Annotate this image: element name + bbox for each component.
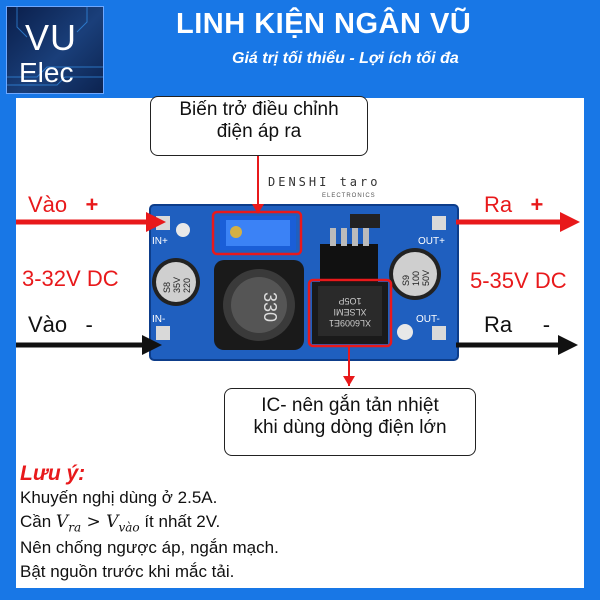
output-voltage-range: 5-35V DC [470, 268, 567, 293]
watermark: DENSHI taro [268, 175, 380, 189]
v-ra-symbol: V [55, 512, 69, 532]
ic-text-3: 1O5P [338, 296, 361, 306]
frame-right [584, 98, 600, 600]
frame-bottom [0, 588, 600, 600]
potentiometer [220, 216, 296, 250]
logo-text-elec: Elec [19, 57, 74, 88]
cap-in-text-1: S8 [162, 282, 172, 293]
input-plus-sign: + [85, 192, 99, 217]
output-minus-text: Ra [484, 312, 513, 337]
brand-logo: VU Elec [6, 6, 104, 94]
output-plus-text: Ra [484, 192, 513, 217]
note-line-2: Cần Vra > Vvào ít nhất 2V. [20, 512, 220, 534]
pad-in-minus [156, 326, 170, 340]
input-capacitor: S8 35V 220 [152, 258, 200, 306]
input-voltage-range: 3-32V DC [22, 266, 119, 291]
output-minus-label: Ra - [484, 312, 550, 338]
output-minus-sign: - [542, 312, 551, 337]
label-in-plus: IN+ [152, 236, 168, 247]
input-minus-text: Vào [28, 312, 68, 337]
output-capacitor: S9 100 50V [389, 248, 441, 300]
output-plus-arrowhead [560, 212, 580, 232]
callout-pot-line-2: điện áp ra [216, 121, 302, 142]
ic-text-2: XLSEMI [333, 307, 366, 317]
cap-out-text-3: 50V [421, 270, 431, 286]
input-minus-label: Vào - [28, 312, 93, 338]
callout-ic-line-2: khi dùng dòng điện lớn [253, 417, 447, 438]
cap-out-text-1: S9 [401, 275, 411, 286]
watermark-sub: ELECTRONICS [322, 193, 376, 199]
input-plus-arrowhead [146, 212, 166, 232]
callout-potentiometer: Biến trở điều chỉnh điện áp ra [150, 96, 368, 156]
circuit-pattern-icon [7, 7, 103, 86]
greater-than: > [81, 512, 107, 532]
ic-chip: XL6009E1 XLSEMI 1O5P [312, 228, 388, 344]
callout-ic: IC- nên gắn tản nhiệt khi dùng dòng điện… [224, 388, 476, 456]
brand-slogan: Giá trị tối thiểu - Lợi ích tối đa [232, 50, 459, 67]
output-plus-sign: + [530, 192, 544, 217]
callout-pot-line-1: Biến trở điều chỉnh [179, 99, 339, 120]
input-minus-arrowhead [142, 335, 162, 355]
brand-title: LINH KIỆN NGÂN VŨ [176, 8, 472, 40]
callout-ic-line-1: IC- nên gắn tản nhiệt [261, 395, 439, 416]
v-vao-symbol: V [106, 512, 119, 532]
inductor: 330 [214, 260, 304, 350]
ic-pointer-arrowhead [343, 376, 355, 386]
cap-out-text-2: 100 [411, 271, 421, 286]
inductor-value: 330 [260, 292, 280, 322]
ic-text-1: XL6009E1 [329, 318, 371, 328]
note-line-1: Khuyến nghị dùng ở 2.5A. [20, 488, 218, 507]
note-line-3: Nên chống ngược áp, ngắn mạch. [20, 538, 279, 557]
v-vao-subscript: vào [118, 520, 140, 535]
frame-left [0, 98, 16, 600]
output-plus-label: Ra + [484, 192, 543, 218]
note-line-2-prefix: Cần [20, 512, 56, 531]
input-minus-sign: - [85, 312, 93, 337]
logo-text-vu: VU [25, 17, 78, 58]
diode [350, 214, 380, 228]
output-minus-arrowhead [558, 335, 578, 355]
label-out-plus: OUT+ [418, 236, 445, 247]
note-line-4: Bật nguồn trước khi mắc tải. [20, 562, 235, 581]
v-ra-subscript: ra [68, 520, 82, 535]
pad-out-minus [432, 326, 446, 340]
input-plus-label: Vào + [28, 192, 98, 218]
note-title: Lưu ý: [20, 462, 86, 485]
label-out-minus: OUT- [416, 314, 440, 325]
input-plus-text: Vào [28, 192, 68, 217]
pad-out-plus [432, 216, 446, 230]
cap-in-text-3: 220 [182, 278, 192, 293]
label-in-minus: IN- [152, 314, 165, 325]
cap-in-text-2: 35V [172, 277, 182, 293]
note-line-2-suffix: ít nhất 2V. [139, 512, 221, 531]
pot-pointer-arrowhead [252, 204, 264, 214]
